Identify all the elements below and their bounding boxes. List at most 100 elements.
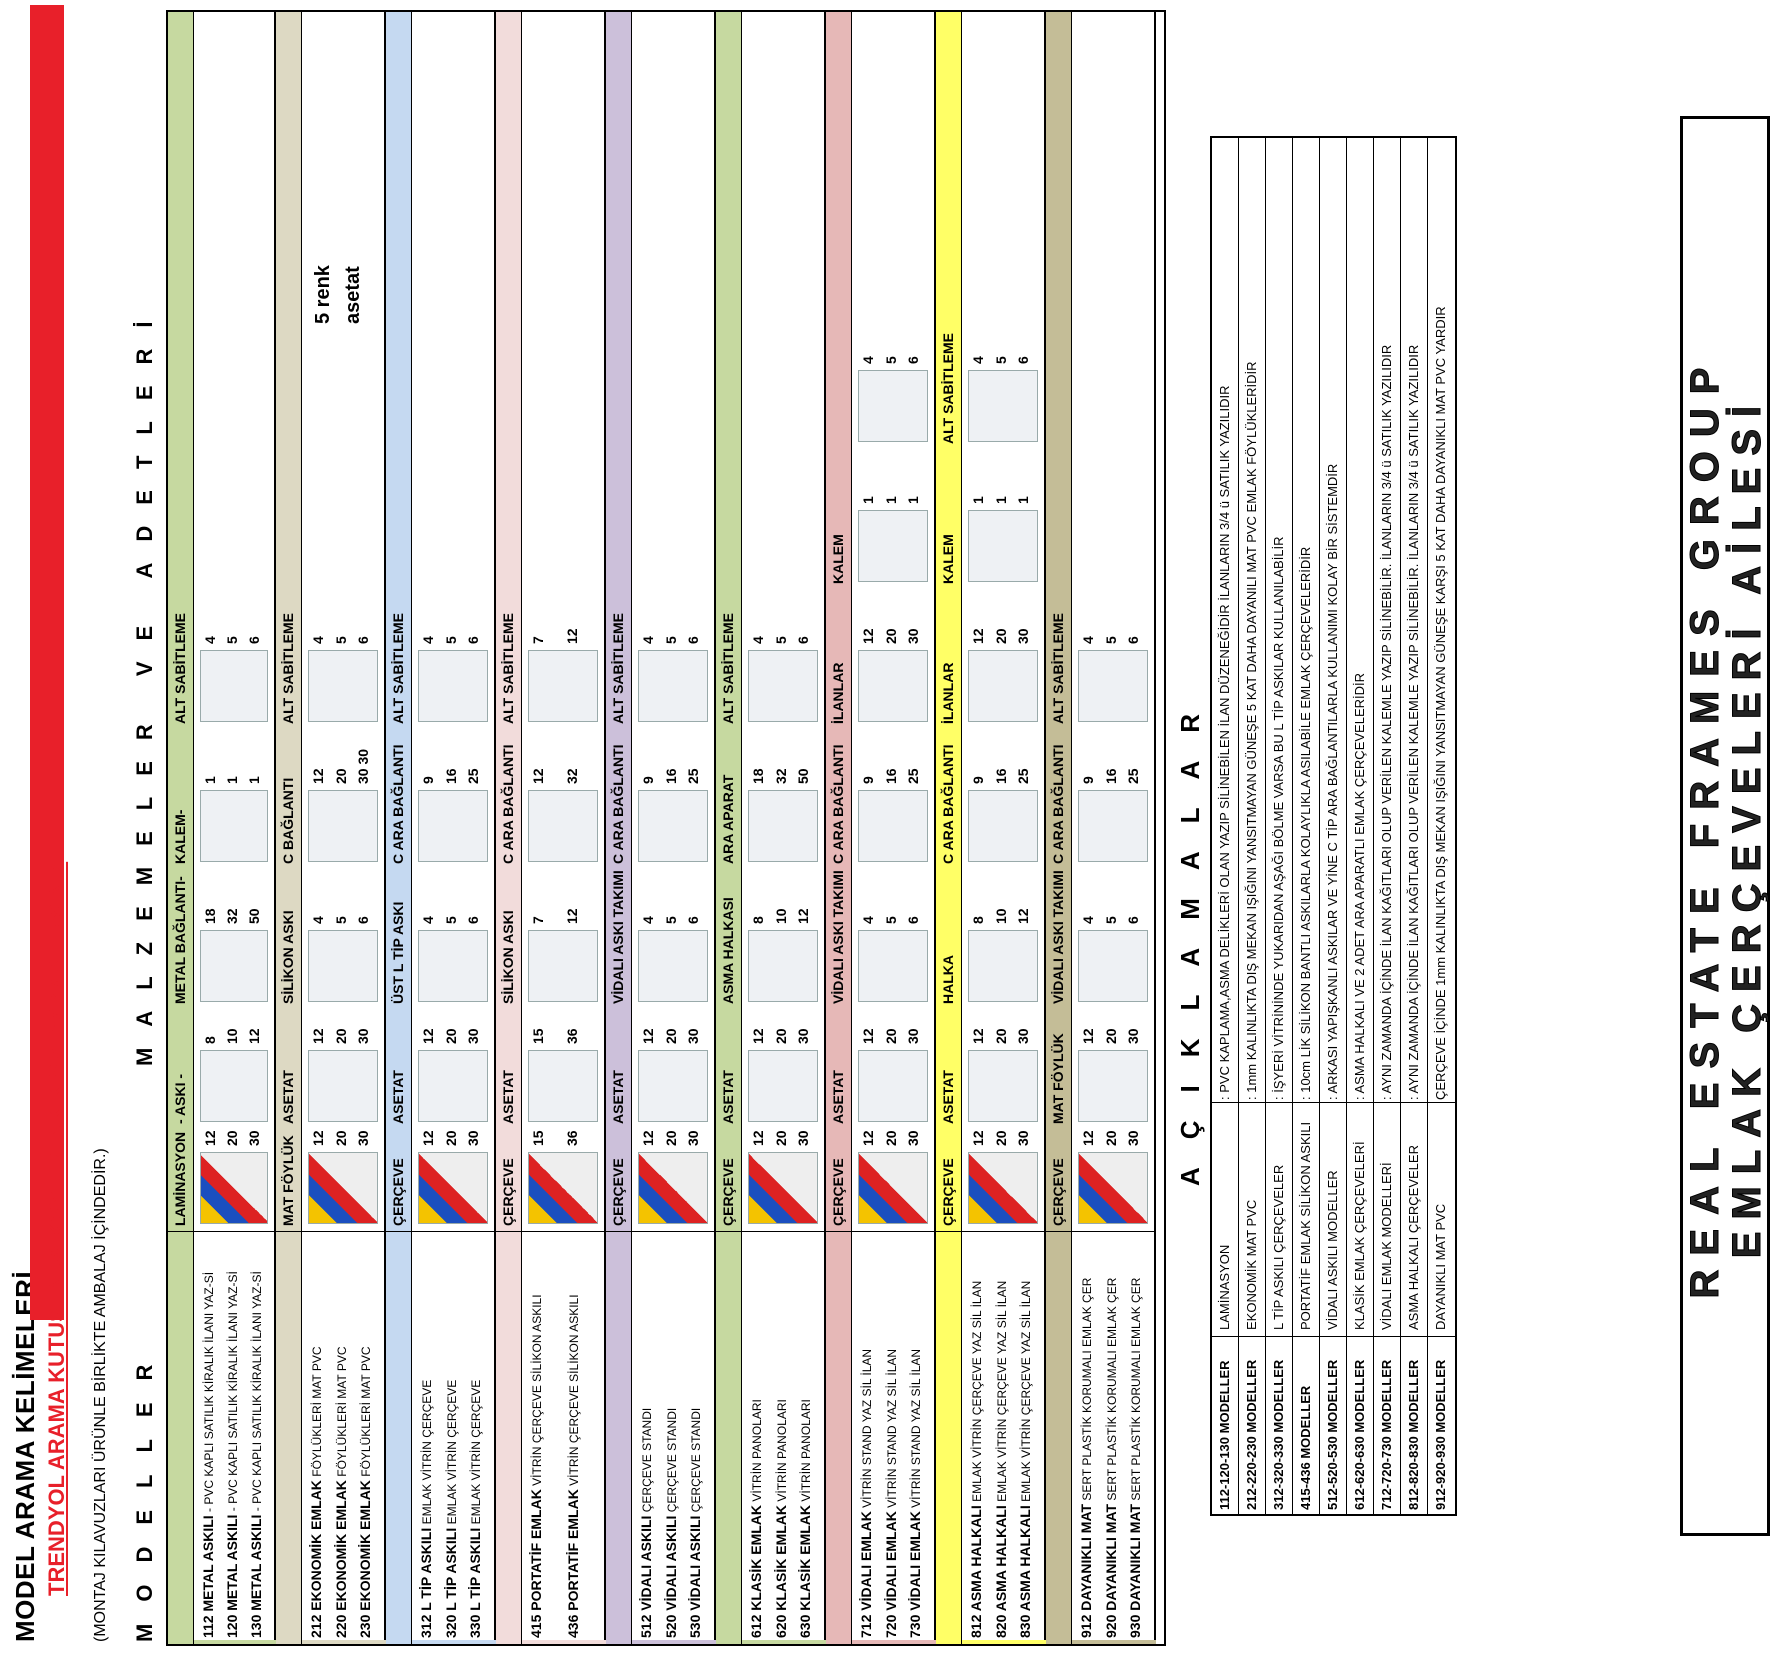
material-picture bbox=[858, 510, 928, 582]
quantity: 9 bbox=[420, 776, 436, 784]
quantity: 1 bbox=[882, 496, 899, 504]
quantity: 1 bbox=[1015, 496, 1032, 504]
quantity: 12 bbox=[860, 1130, 876, 1146]
explanation-name: ASMA HALKALI ÇERÇEVELER bbox=[1401, 1102, 1427, 1334]
model-row: 220 EKONOMİK EMLAK FÖYLÜKLERİ MAT PVC bbox=[333, 1233, 349, 1638]
model-code: 720 VİDALI EMLAK bbox=[882, 1511, 899, 1638]
quantity: 16 bbox=[882, 768, 899, 784]
explanation-code: 312-320-330 MODELLER bbox=[1266, 1336, 1292, 1514]
material-label: C ARA BAĞLANTI bbox=[940, 744, 956, 864]
quantity: 6 bbox=[685, 916, 702, 924]
material-label: ASETAT bbox=[280, 1070, 296, 1124]
material-picture bbox=[858, 1050, 928, 1122]
quantity: 16 bbox=[662, 768, 679, 784]
model-code: 630 KLASİK EMLAK bbox=[797, 1504, 814, 1638]
quantity: 32 bbox=[564, 768, 580, 784]
model-row: 230 EKONOMİK EMLAK FÖYLÜKLERİ MAT PVC bbox=[357, 1233, 373, 1638]
model-row: 530 VİDALI ASKILI ÇERÇEVE STANDI bbox=[687, 1233, 703, 1638]
quantity: 12 bbox=[564, 908, 580, 924]
quantity: 12 bbox=[310, 1130, 326, 1146]
explanation-name: L TİP ASKILI ÇERÇEVELER bbox=[1266, 1102, 1292, 1334]
material-picture bbox=[418, 1050, 488, 1122]
model-desc: - PVC KAPLI SATILIK KİRALIK İLANI YAZ-Sİ bbox=[250, 1271, 264, 1515]
material-picture bbox=[418, 1152, 488, 1224]
material-picture bbox=[1078, 930, 1148, 1002]
material-picture bbox=[638, 790, 708, 862]
quantity: 4 bbox=[1080, 916, 1096, 924]
quantity: 4 bbox=[310, 636, 326, 644]
group-color-strip bbox=[742, 1640, 826, 1644]
explanation-desc: ÇERÇEVE İÇİNDE 1mm KALINLIKTA DIŞ MEKAN … bbox=[1433, 306, 1448, 1100]
material-picture bbox=[968, 790, 1038, 862]
material-picture bbox=[200, 930, 268, 1002]
explanation-code: 712-720-730 MODELLER bbox=[1374, 1336, 1400, 1514]
quantity: 12 bbox=[795, 908, 812, 924]
quantity: 5 bbox=[442, 636, 459, 644]
column-divider bbox=[1046, 1231, 1154, 1232]
quantity: 7 bbox=[530, 636, 546, 644]
quantity: 18 bbox=[202, 908, 218, 924]
quantity: 4 bbox=[310, 916, 326, 924]
model-desc: FÖYLÜKLERİ MAT PVC bbox=[310, 1346, 324, 1481]
model-code: 320 L TİP ASKILI bbox=[442, 1527, 459, 1638]
brand-line-2: EMLAK ÇERÇEVELERİ AİLESİ bbox=[1725, 393, 1770, 1259]
quantity: 4 bbox=[420, 636, 436, 644]
model-desc: EMLAK VİTRİN ÇERÇEVE bbox=[444, 1379, 459, 1528]
material-label: SİLİKON ASKI bbox=[280, 910, 296, 1004]
quantity: 5 bbox=[772, 636, 789, 644]
quantity: 5 bbox=[662, 636, 679, 644]
material-label: METAL BAĞLANTI- bbox=[172, 876, 188, 1004]
quantity: 4 bbox=[860, 356, 876, 364]
model-row: 330 L TİP ASKILI EMLAK VİTRİN ÇERÇEVE bbox=[467, 1233, 483, 1638]
material-picture bbox=[748, 1152, 818, 1224]
explanation-desc: : PVC KAPLAMA,ASMA DELİKLERİ OLAN YAZIP … bbox=[1217, 385, 1232, 1100]
material-label: ASETAT bbox=[610, 1070, 626, 1124]
material-picture bbox=[418, 790, 488, 862]
material-label: ALT SABİTLEME bbox=[1050, 613, 1066, 724]
material-picture bbox=[1078, 790, 1148, 862]
quantity: 20 bbox=[1102, 1028, 1119, 1044]
material-picture bbox=[638, 930, 708, 1002]
quantity: 20 bbox=[224, 1130, 240, 1146]
model-code: 920 DAYANIKLI MAT bbox=[1102, 1503, 1119, 1638]
model-code: 812 ASMA HALKALI bbox=[968, 1505, 984, 1638]
model-code: 620 KLASİK EMLAK bbox=[772, 1504, 789, 1638]
material-label: KALEM bbox=[830, 534, 846, 584]
model-row: 212 EKONOMİK EMLAK FÖYLÜKLERİ MAT PVC bbox=[308, 1233, 324, 1638]
explanation-desc: : 1mm KALINLIKTA DIŞ MEKAN IŞIĞINI YANSI… bbox=[1244, 361, 1259, 1100]
quantity: 20 bbox=[882, 628, 899, 644]
material-picture bbox=[638, 1050, 708, 1122]
quantity: 4 bbox=[640, 636, 656, 644]
material-label: C BAĞLANTI bbox=[280, 777, 296, 864]
quantity: 30 bbox=[905, 628, 922, 644]
model-code: 130 METAL ASKILI bbox=[248, 1514, 264, 1638]
material-picture bbox=[200, 790, 268, 862]
models-header: MODELLER bbox=[132, 1342, 157, 1642]
quantity: 12 bbox=[970, 1130, 986, 1146]
quantity: 9 bbox=[640, 776, 656, 784]
quantity: 30 bbox=[685, 1028, 702, 1044]
model-row: 830 ASMA HALKALI EMLAK VİTRİN ÇERÇEVE YA… bbox=[1017, 1233, 1033, 1638]
quantity: 6 bbox=[905, 916, 922, 924]
material-label: ASETAT bbox=[720, 1070, 736, 1124]
model-code: 230 EKONOMİK EMLAK bbox=[357, 1480, 374, 1638]
model-desc: VİTRİN ÇERÇEVE SİLİKON ASKILI bbox=[567, 1294, 581, 1490]
group-color-strip bbox=[522, 1640, 606, 1644]
brand-box: REAL ESTATE FRAMES GROUP EMLAK ÇERÇEVELE… bbox=[1680, 116, 1770, 1536]
material-label: - ASKI - bbox=[172, 1073, 188, 1124]
quantity: 12 bbox=[420, 1028, 436, 1044]
model-code: 512 VİDALI ASKILI bbox=[638, 1515, 654, 1638]
quantity: 12 bbox=[1015, 908, 1032, 924]
quantity: 12 bbox=[860, 628, 876, 644]
quantity: 9 bbox=[970, 776, 986, 784]
column-divider bbox=[826, 1231, 934, 1232]
quantity: 30 bbox=[1125, 1130, 1142, 1146]
